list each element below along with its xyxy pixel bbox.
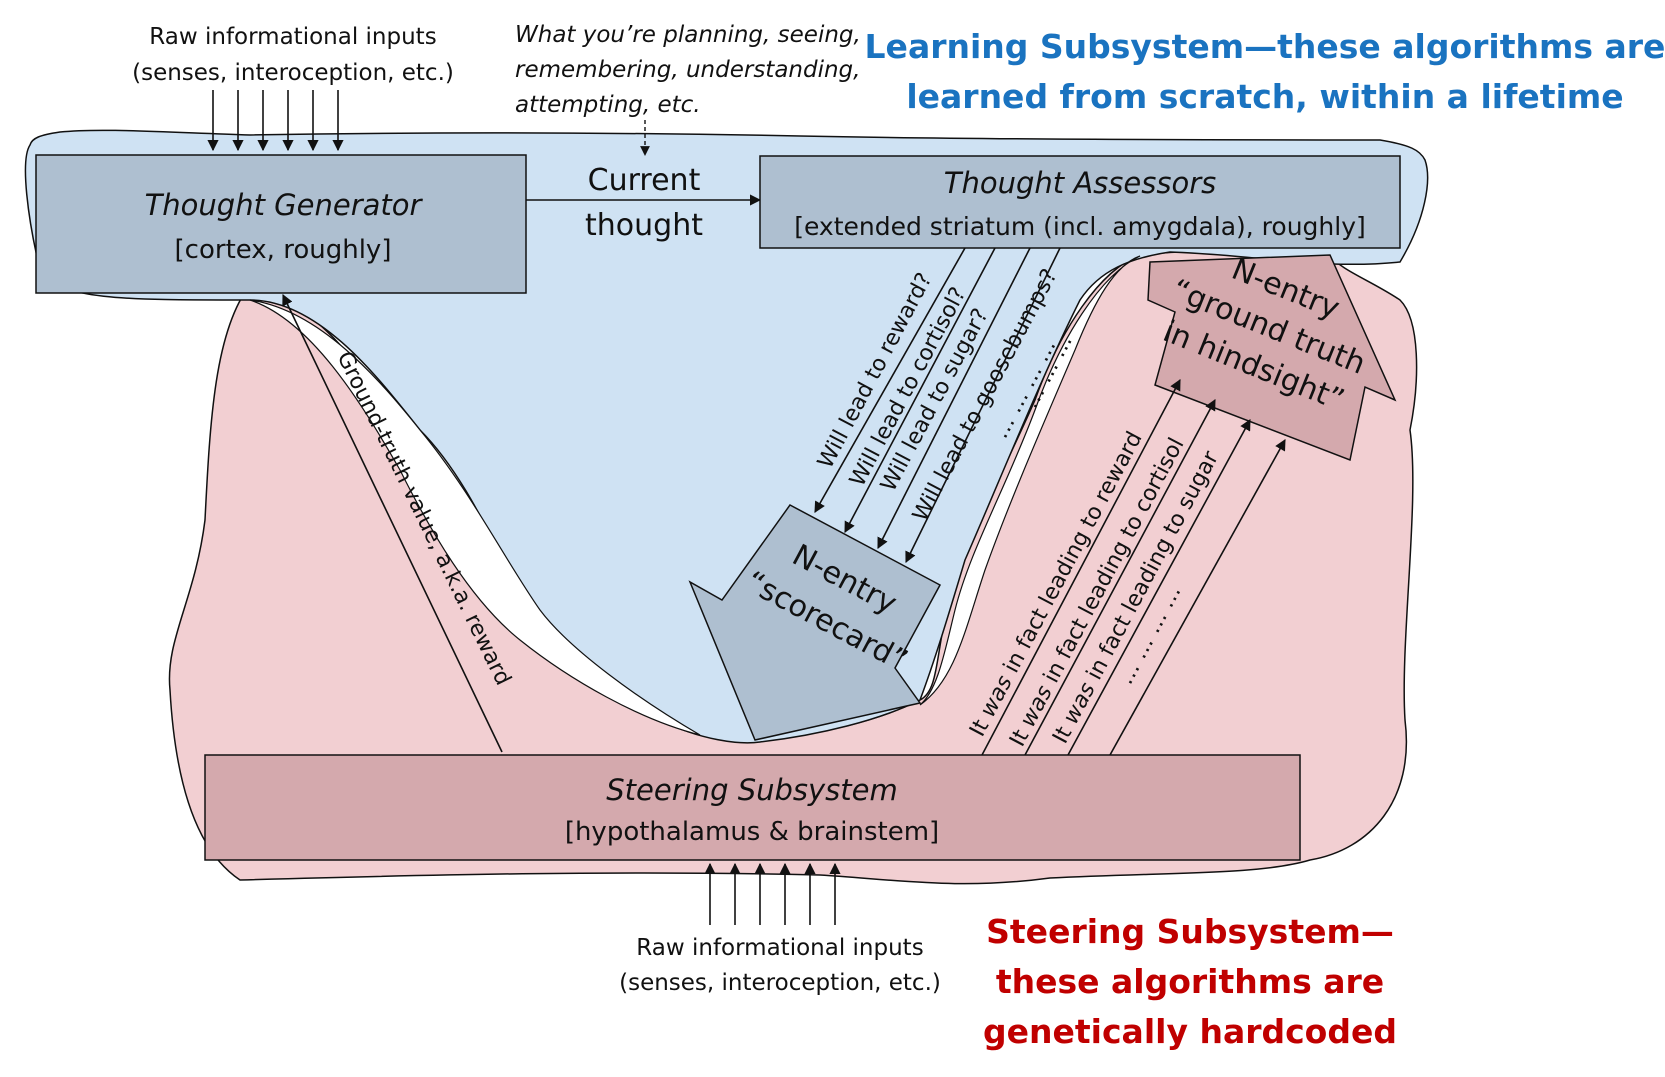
steering-subsystem-title: Steering Subsystem [606,773,898,807]
context-note-line3: attempting, etc. [515,92,701,118]
region-gap-right [919,255,1141,706]
region-gap-left [249,299,701,736]
assessor-output-arrows [814,247,1061,564]
reward-arrow [282,293,503,753]
current-thought-line2: thought [585,208,703,243]
learning-caption-line2: learned from scratch, within a lifetime [906,77,1623,116]
current-thought-line1: Current [588,163,701,198]
learning-caption-line1: Learning Subsystem—these algorithms are [865,27,1665,66]
top-input-arrows [207,90,344,152]
steering-output-arrows [981,379,1286,756]
bottom-inputs-label-line2: (senses, interoception, etc.) [619,970,941,996]
steering-caption-line2: these algorithms are [996,962,1384,1001]
thought-generator-subtitle: [cortex, roughly] [175,235,392,265]
thought-assessors-title: Thought Assessors [944,166,1216,200]
ground-truth-arrow: N-entry “ground truth in hindsight” [1147,252,1397,462]
steering-caption-line3: genetically hardcoded [983,1012,1397,1051]
steering-subsystem-subtitle: [hypothalamus & brainstem] [565,817,939,847]
bottom-input-arrows [704,862,841,925]
steering-caption-line1: Steering Subsystem— [986,912,1394,951]
thought-generator-box: Thought Generator [cortex, roughly] [35,154,527,294]
thought-assessors-box: Thought Assessors [extended striatum (in… [759,155,1401,249]
context-note-line2: remembering, understanding, [515,57,860,83]
bottom-inputs-label-line1: Raw informational inputs [636,935,923,961]
thought-generator-title: Thought Generator [145,188,424,222]
context-note-line1: What you’re planning, seeing, [515,22,861,48]
steering-subsystem-box: Steering Subsystem [hypothalamus & brain… [204,754,1301,861]
thought-assessors-subtitle: [extended striatum (incl. amygdala), rou… [794,212,1366,241]
scorecard-arrow: N-entry “scorecard” [688,504,942,741]
top-inputs-label-line1: Raw informational inputs [149,24,436,50]
top-inputs-label-line2: (senses, interoception, etc.) [132,60,454,86]
